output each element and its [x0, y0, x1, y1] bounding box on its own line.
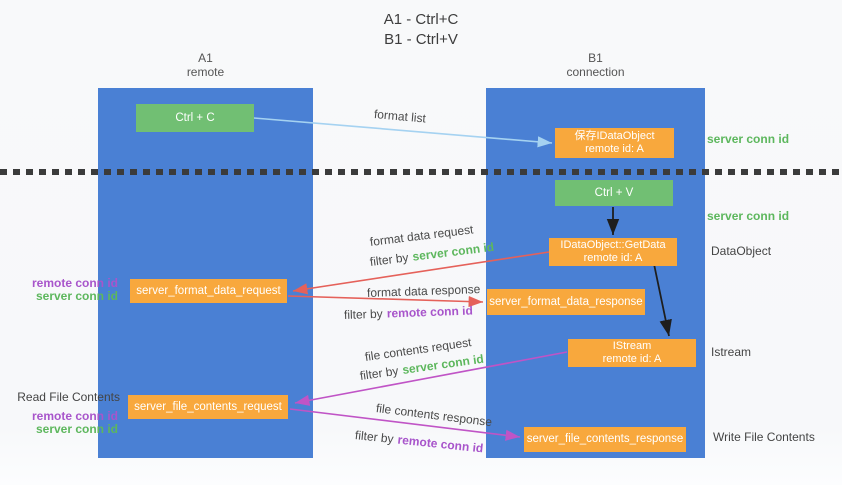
- save-dataobject-line1: 保存IDataObject: [574, 130, 655, 142]
- lifeline-b1-role: connection: [566, 65, 625, 79]
- getdata-box: IDataObject::GetData remote id: A: [549, 238, 677, 266]
- server-conn-id-label-mid: server conn id: [707, 209, 790, 223]
- format-list-arrow: [253, 117, 553, 148]
- ctrl-c-label: Ctrl + C: [175, 111, 215, 124]
- write-file-contents-label: Write File Contents: [713, 430, 815, 444]
- server-format-data-request-box: server_format_data_request: [130, 279, 287, 303]
- filter-by-text: filter by: [343, 306, 383, 322]
- title-line-1: A1 - Ctrl+C: [383, 11, 459, 28]
- server-format-data-response-label: server_format_data_response: [489, 295, 643, 308]
- istream-side-label: Istream: [711, 345, 752, 359]
- server-file-contents-response-label: server_file_contents_response: [526, 433, 684, 445]
- getdata-line1: IDataObject::GetData: [560, 239, 666, 251]
- ctrl-v-box: Ctrl + V: [555, 180, 673, 206]
- server-file-contents-request-box: server_file_contents_request: [128, 395, 288, 419]
- title-line-2: B1 - Ctrl+V: [384, 31, 458, 48]
- file-server-conn-id-label: server conn id: [35, 422, 118, 436]
- lifeline-b1-name: B1: [588, 51, 603, 65]
- format-server-conn-id-label: server conn id: [35, 289, 118, 303]
- format-data-request-arrow: [292, 251, 550, 295]
- file-contents-request-arrow: [294, 351, 568, 406]
- file-contents-response-arrow: [289, 408, 521, 441]
- istream-line2: remote id: A: [602, 353, 662, 365]
- server-file-contents-response-box: server_file_contents_response: [524, 427, 686, 452]
- istream-line1: IStream: [612, 340, 652, 352]
- phase-separator-dotted-line: [0, 169, 842, 175]
- lifeline-header-a1: A1 remote: [98, 51, 313, 79]
- format-remote-conn-id-label: remote conn id: [31, 276, 118, 290]
- getdata-line2: remote id: A: [583, 252, 643, 264]
- server-file-contents-request-label: server_file_contents_request: [134, 400, 282, 413]
- save-dataobject-box: 保存IDataObject remote id: A: [555, 128, 674, 158]
- remote-conn-id-keyword: remote conn id: [386, 303, 474, 321]
- lifeline-header-b1: B1 connection: [486, 51, 705, 79]
- lifeline-a1-role: remote: [186, 65, 225, 79]
- getdata-to-istream-arrow: [653, 263, 672, 337]
- server-conn-id-label-top: server conn id: [707, 132, 790, 146]
- lifeline-a1-name: A1: [198, 51, 213, 65]
- ctrl-c-box: Ctrl + C: [136, 104, 254, 132]
- server-format-data-response-box: server_format_data_response: [487, 289, 645, 315]
- istream-box: IStream remote id: A: [568, 339, 696, 367]
- read-file-contents-label: Read File Contents: [17, 390, 120, 404]
- ctrl-v-label: Ctrl + V: [594, 186, 634, 199]
- server-format-data-request-label: server_format_data_request: [136, 284, 281, 297]
- dataobject-label: DataObject: [711, 244, 772, 258]
- save-dataobject-line2: remote id: A: [585, 143, 644, 155]
- file-remote-conn-id-label: remote conn id: [31, 409, 118, 423]
- format-data-response-arrow: [287, 295, 484, 308]
- diagram-title: A1 - Ctrl+C B1 - Ctrl+V: [0, 10, 842, 50]
